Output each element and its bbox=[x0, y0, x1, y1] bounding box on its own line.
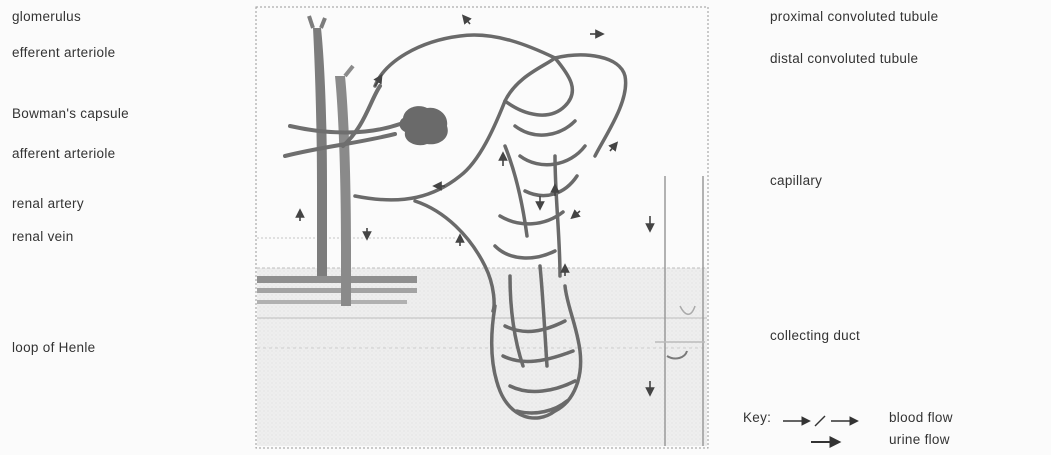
label-proximal-convoluted-tubule: proximal convoluted tubule bbox=[770, 9, 938, 24]
label-collecting-duct: collecting duct bbox=[770, 328, 860, 343]
legend-blood-flow: blood flow bbox=[889, 410, 953, 425]
label-bowmans-capsule: Bowman's capsule bbox=[12, 106, 129, 121]
urine-flow-arrow-icon bbox=[809, 436, 849, 448]
label-afferent-arteriole: afferent arteriole bbox=[12, 146, 115, 161]
nephron-svg bbox=[255, 6, 710, 450]
label-capillary: capillary bbox=[770, 173, 822, 188]
label-renal-vein: renal vein bbox=[12, 229, 74, 244]
vertical-vessels bbox=[309, 16, 353, 306]
legend-urine-flow: urine flow bbox=[889, 432, 950, 447]
medulla-region bbox=[257, 268, 707, 446]
legend: Key: blood flow urine flow bbox=[743, 404, 1043, 452]
label-distal-convoluted-tubule: distal convoluted tubule bbox=[770, 51, 918, 66]
glomerulus-shape bbox=[400, 106, 448, 145]
label-loop-of-henle: loop of Henle bbox=[12, 340, 95, 355]
blood-flow-arrows-icon bbox=[781, 414, 885, 428]
label-glomerulus: glomerulus bbox=[12, 9, 81, 24]
legend-title: Key: bbox=[743, 410, 771, 425]
nephron-diagram bbox=[255, 6, 710, 450]
label-efferent-arteriole: efferent arteriole bbox=[12, 45, 115, 60]
label-renal-artery: renal artery bbox=[12, 196, 84, 211]
